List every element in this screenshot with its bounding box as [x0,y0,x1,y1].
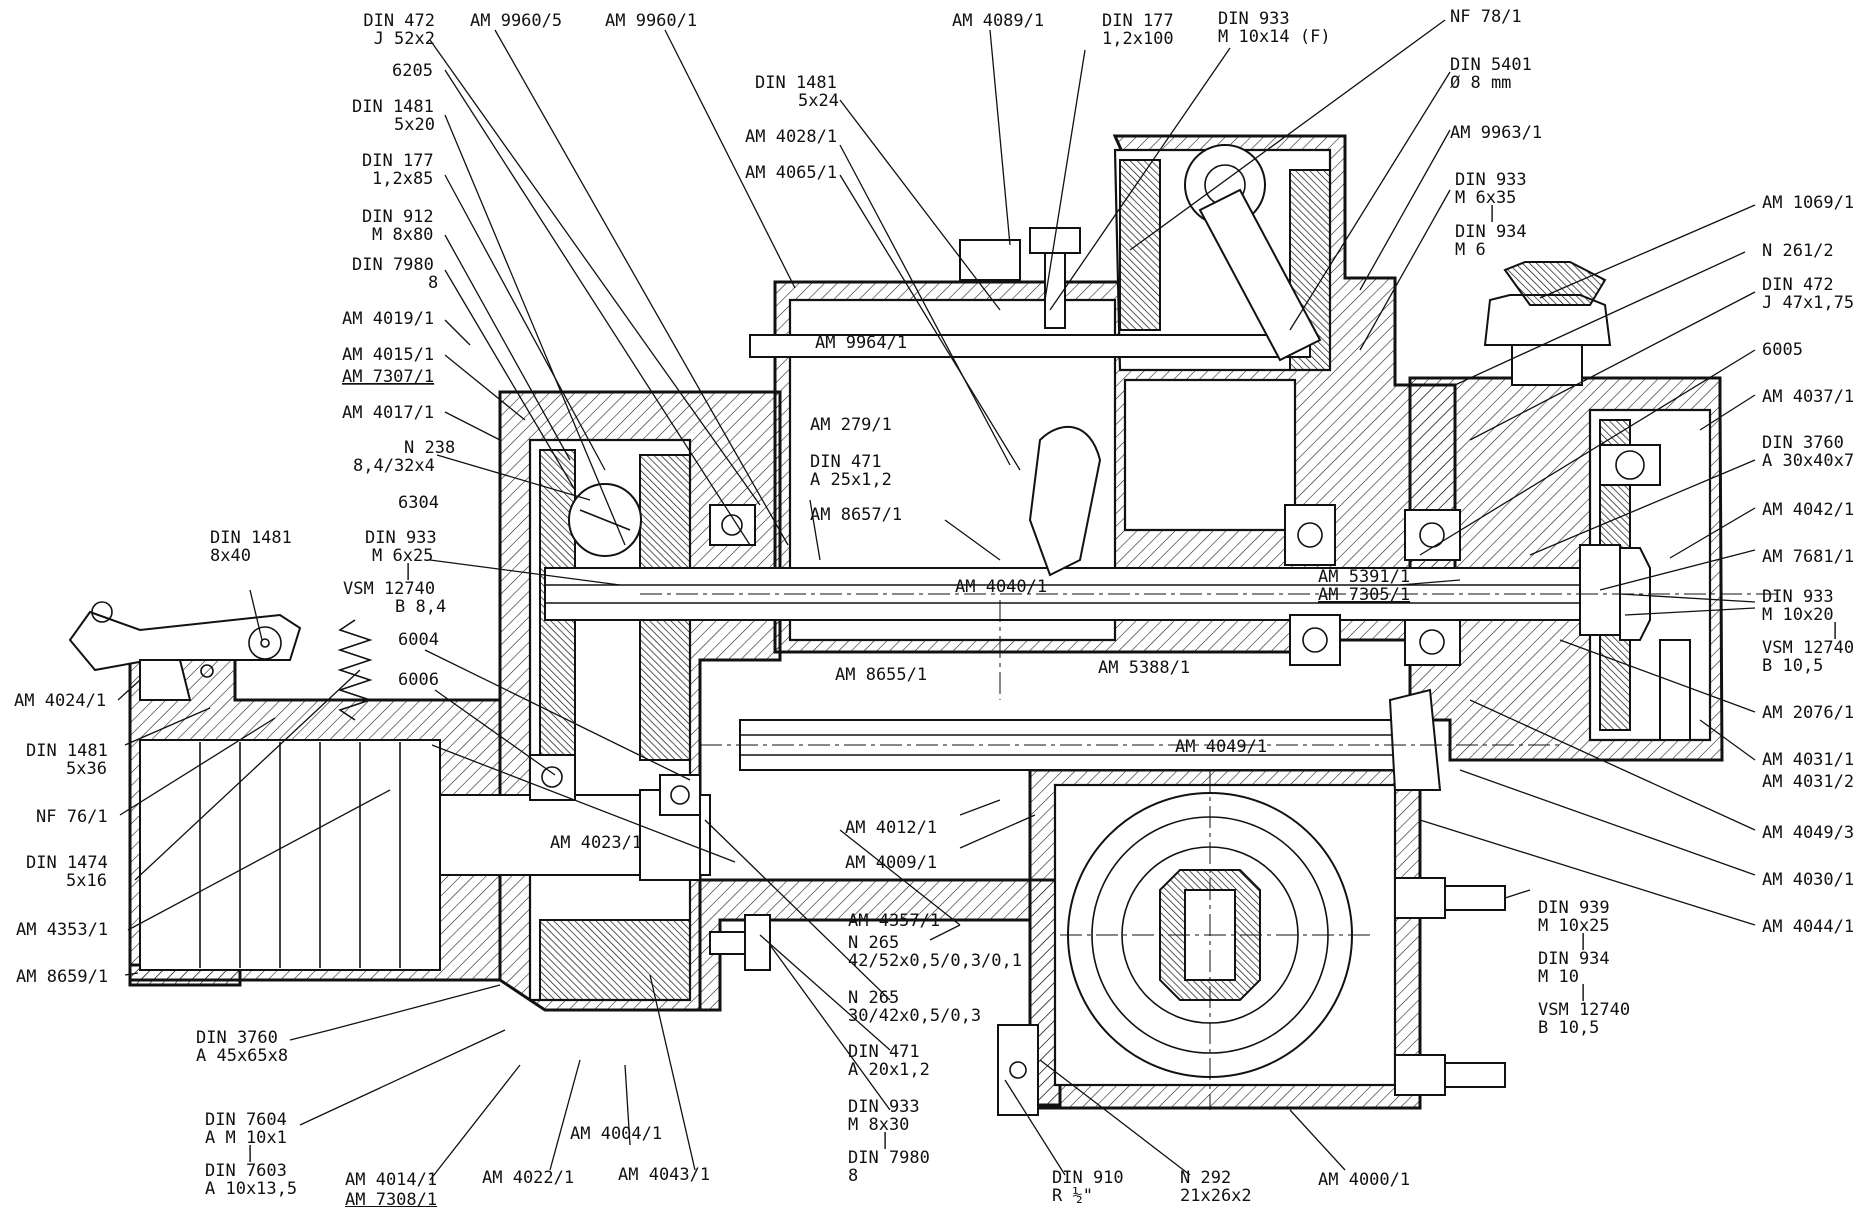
internal-cavities [139,148,1712,1087]
label-am4023-1: AM 4023/1 [550,833,642,853]
label-b6205: 6205 [392,61,433,81]
center-lines [640,593,1780,1110]
label-am1069-1: AM 1069/1 [1762,193,1854,213]
label-am8655-1: AM 8655/1 [835,665,927,685]
label-am4089-1: AM 4089/1 [952,11,1044,31]
label-am4353-1: AM 4353/1 [16,920,108,940]
label-am4015-1: AM 4015/1 [342,345,434,365]
label-am4065-1: AM 4065/1 [745,163,837,183]
label-am5391-1: AM 5391/1 [1318,567,1410,587]
label-am7308-1: AM 7308/1 [345,1190,437,1207]
label-am7307-1: AM 7307/1 [342,367,434,387]
label-am4049-3: AM 4049/3 [1762,823,1854,843]
label-am7305-1: AM 7305/1 [1318,585,1410,605]
label-am9960-5: AM 9960/5 [470,11,562,31]
label-n261-2: N 261/2 [1762,241,1834,261]
label-am279-1: AM 279/1 [810,415,892,435]
label-nf76-1: NF 76/1 [36,807,108,827]
label-am4043-1: AM 4043/1 [618,1165,710,1185]
label-am4004-1: AM 4004/1 [570,1124,662,1144]
label-am4040-1: AM 4040/1 [955,577,1047,597]
label-am9964-1: AM 9964/1 [815,333,907,353]
label-b6304: 6304 [398,493,439,513]
label-b6006: 6006 [398,670,439,690]
motor-fins [199,742,401,968]
label-am4044-1: AM 4044/1 [1762,917,1854,937]
label-am7681-1: AM 7681/1 [1762,547,1854,567]
leader-lines [117,19,1756,1181]
label-b6004: 6004 [398,630,439,650]
label-am4022-1: AM 4022/1 [482,1168,574,1188]
label-am4042-1: AM 4042/1 [1762,500,1854,520]
label-am8657-1: AM 8657/1 [810,505,902,525]
label-am4014-1: AM 4014/1 [345,1170,437,1190]
label-nf78-1: NF 78/1 [1450,7,1522,27]
label-am4017-1: AM 4017/1 [342,403,434,423]
label-am4019-1: AM 4019/1 [342,309,434,329]
label-am9963-1: AM 9963/1 [1450,123,1542,143]
label-am4357-1: AM 4357/1 [848,911,940,931]
label-am4009-1: AM 4009/1 [845,853,937,873]
label-am4030-1: AM 4030/1 [1762,870,1854,890]
small-parts [68,144,1691,1116]
bearings [529,444,1661,816]
label-am8659-1: AM 8659/1 [16,967,108,987]
label-am5388-1: AM 5388/1 [1098,658,1190,678]
label-am4024-1: AM 4024/1 [14,691,106,711]
label-am4049-1: AM 4049/1 [1175,737,1267,757]
label-am9960-1: AM 9960/1 [605,11,697,31]
label-am4028-1: AM 4028/1 [745,127,837,147]
label-am2076-1: AM 2076/1 [1762,703,1854,723]
label-am4037-1: AM 4037/1 [1762,387,1854,407]
label-am4012-1: AM 4012/1 [845,818,937,838]
label-am4000-1: AM 4000/1 [1318,1170,1410,1190]
label-b6005: 6005 [1762,340,1803,360]
